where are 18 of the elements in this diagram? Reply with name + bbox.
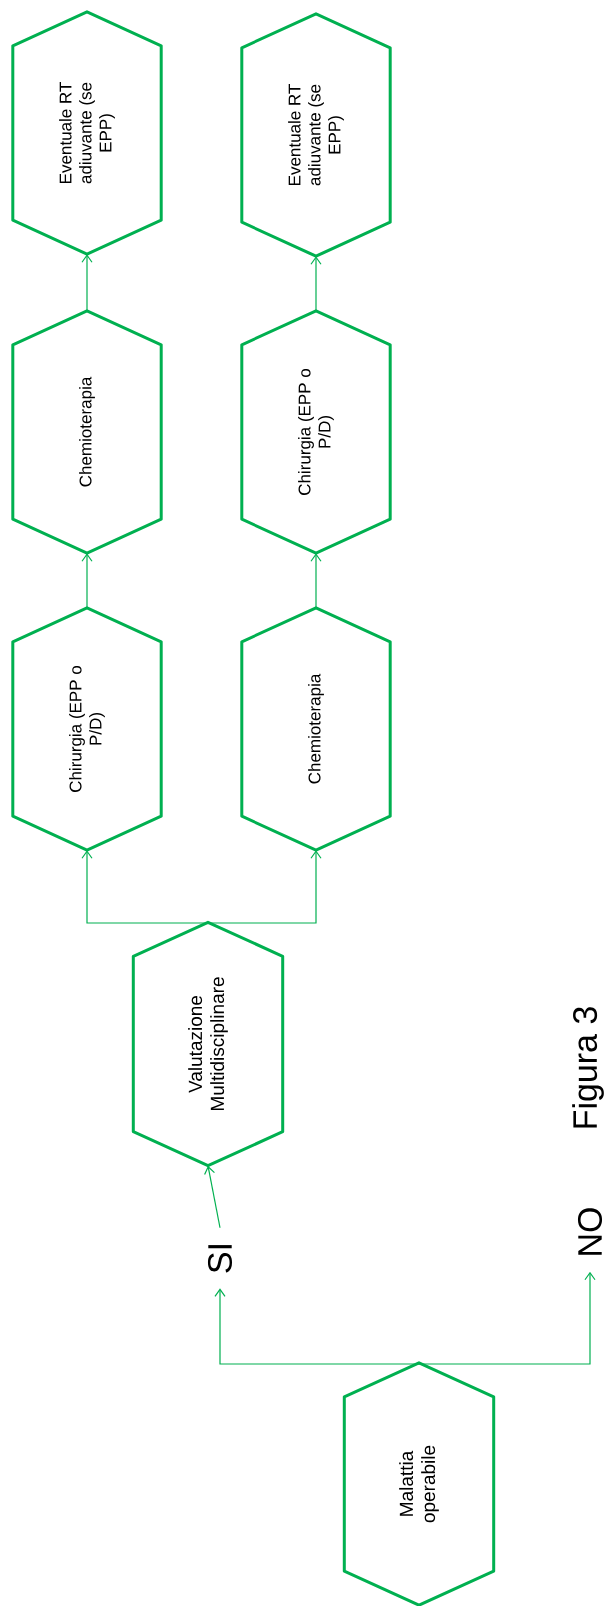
hexagon-box: Chemioterapia [11,309,163,555]
arrow [81,553,93,609]
hexagon-box: Eventuale RT adiuvante (se EPP) [240,12,392,258]
arrow [214,1288,420,1365]
arrow [204,1165,221,1229]
branch-label: SI [207,1245,233,1273]
arrow [310,256,322,312]
hexagon-box: Valutazione Multidisciplinare [131,920,285,1168]
arrow [81,254,93,312]
hexagon-box: Chirurgia (EPP o P/D) [240,309,392,555]
branch-label: NO [577,1208,603,1255]
arrow [310,553,322,609]
hexagon-box: Eventuale RT adiuvante (se EPP) [11,10,163,256]
arrow [418,1271,596,1365]
hexagon-box: Chemioterapia [240,606,392,852]
figure-label: Figura 3 [572,1007,604,1128]
hexagon-box: Chirurgia (EPP o P/D) [11,606,163,852]
hexagon-box: Malattia operabile [342,1361,496,1606]
